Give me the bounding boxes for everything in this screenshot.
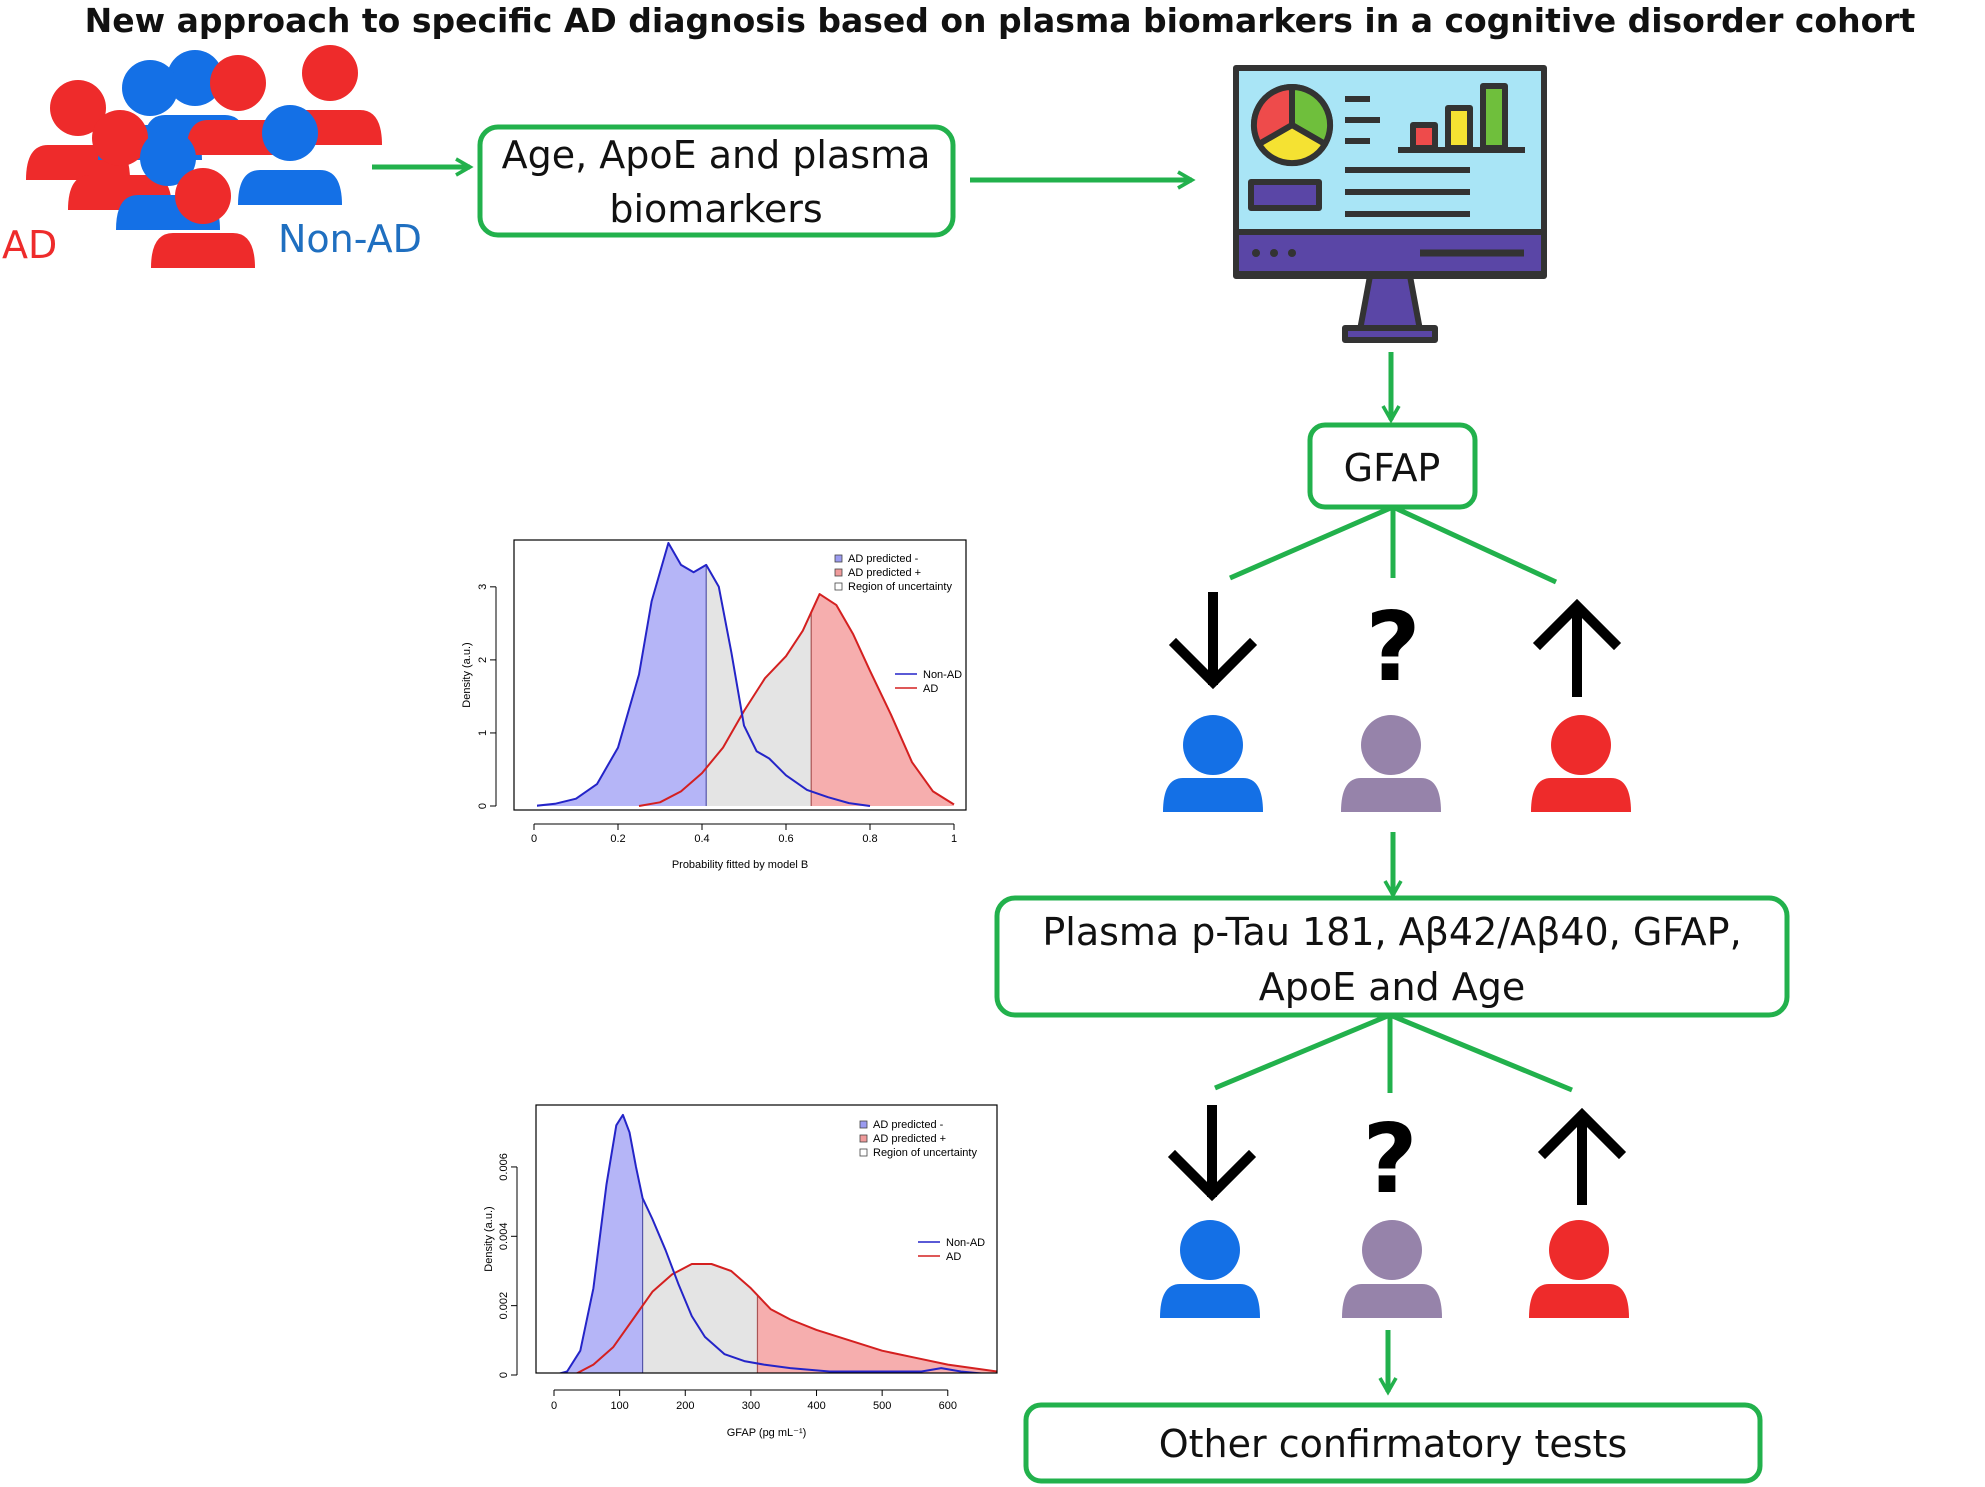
inputs-box <box>477 124 956 238</box>
density-chart-gfap: 0 100 200 300 400 500 600 0 0.002 0.004 0.006GFAP … <box>483 1104 998 1439</box>
y-tick-label: 0.006 <box>498 1153 510 1181</box>
question-mark-icon: ? <box>1365 593 1420 703</box>
series-line-non-ad <box>537 542 871 807</box>
person-icon-ad-2 <box>1529 1220 1629 1318</box>
person-icon-non-ad-2 <box>1160 1220 1260 1318</box>
x-tick-label: 0.8 <box>862 833 877 845</box>
y-axis-label: Density (a.u.) <box>483 1206 495 1271</box>
series-line-ad <box>575 1263 997 1373</box>
y-tick-label: 3 <box>477 584 489 590</box>
legend-line-label: Non-AD <box>923 669 962 681</box>
person-icon-uncertain-2 <box>1342 1220 1442 1318</box>
y-tick-label: 2 <box>477 657 489 663</box>
x-tick-label: 500 <box>873 1400 891 1412</box>
down-arrow-icon-2 <box>1167 1105 1257 1202</box>
x-axis-label: GFAP (pg mL⁻¹) <box>727 1427 807 1439</box>
legend-region-label: Region of uncertainty <box>873 1147 977 1159</box>
person-icon-uncertain <box>1341 715 1441 812</box>
series-line-non-ad <box>557 1113 987 1373</box>
gfap-box <box>1307 422 1478 510</box>
x-tick-label: 400 <box>807 1400 825 1412</box>
up-arrow-icon-2 <box>1537 1107 1627 1205</box>
legend-line-label: Non-AD <box>946 1237 985 1249</box>
up-arrow-icon <box>1532 598 1622 697</box>
x-tick-label: 100 <box>610 1400 628 1412</box>
x-tick-label: 1 <box>951 833 957 845</box>
y-tick-label: 1 <box>477 730 489 736</box>
legend-swatch <box>859 1134 868 1143</box>
panel-box-line1: Plasma p-Tau 181, Aβ42/Aβ40, GFAP, <box>1042 910 1741 954</box>
x-axis-label: Probability fitted by model B <box>672 859 808 871</box>
person-icon-non-ad <box>1163 715 1263 812</box>
legend-region-label: AD predicted - <box>848 553 919 565</box>
panel-box-line2: ApoE and Age <box>1259 965 1526 1009</box>
x-tick-label: 0.2 <box>610 833 625 845</box>
inputs-box-line1: Age, ApoE and plasma <box>502 133 931 177</box>
monitor-icon <box>1233 65 1547 343</box>
legend-region-label: Region of uncertainty <box>848 581 952 593</box>
non-ad-group-label: Non-AD <box>278 217 422 261</box>
x-tick-label: 0.6 <box>778 833 793 845</box>
y-axis-label: Density (a.u.) <box>461 642 473 707</box>
legend-swatch <box>834 582 843 591</box>
legend-region-label: AD predicted - <box>873 1119 944 1131</box>
legend-line-label: AD <box>946 1251 961 1263</box>
legend-swatch <box>859 1120 868 1129</box>
person-icon-ad <box>1531 715 1631 812</box>
question-mark-icon-2: ? <box>1362 1105 1417 1215</box>
panel-box <box>994 895 1790 1018</box>
diagram-title: New approach to specific AD diagnosis ba… <box>85 1 1916 40</box>
legend-line-label: AD <box>923 683 938 695</box>
y-tick-label: 0.004 <box>498 1223 510 1251</box>
x-tick-label: 600 <box>939 1400 957 1412</box>
plot-frame <box>535 1104 998 1374</box>
crowd-icon <box>26 45 382 268</box>
ad-group-label: AD <box>2 223 57 267</box>
legend-region-label: AD predicted + <box>873 1133 946 1145</box>
region-ad-predicted-negative <box>537 543 707 806</box>
plot-frame <box>513 539 967 811</box>
down-arrow-icon <box>1168 592 1258 690</box>
region-ad-predicted-negative <box>561 1116 643 1373</box>
region-uncertainty <box>642 1198 758 1373</box>
inputs-box-line2: biomarkers <box>609 187 822 231</box>
x-tick-label: 0 <box>531 833 537 845</box>
plot-area <box>557 1113 997 1373</box>
plot-area <box>537 542 955 807</box>
gfap-box-label: GFAP <box>1344 446 1441 490</box>
legend-region-label: AD predicted + <box>848 567 921 579</box>
x-tick-label: 300 <box>742 1400 760 1412</box>
region-ad-predicted-positive <box>811 594 954 806</box>
panel-branches <box>1214 1012 1573 1093</box>
x-tick-label: 0 <box>551 1400 557 1412</box>
x-tick-label: 200 <box>676 1400 694 1412</box>
series-line-ad <box>638 593 955 807</box>
legend-swatch <box>834 554 843 563</box>
confirm-box <box>1023 1402 1763 1484</box>
y-tick-label: 0 <box>498 1372 510 1378</box>
x-tick-label: 0.4 <box>694 833 709 845</box>
confirm-box-label: Other confirmatory tests <box>1159 1422 1628 1466</box>
legend-swatch <box>859 1148 868 1157</box>
legend-swatch <box>834 568 843 577</box>
region-ad-predicted-positive <box>757 1295 995 1373</box>
gfap-branches <box>1229 504 1558 585</box>
y-tick-label: 0.002 <box>498 1292 510 1320</box>
y-tick-label: 0 <box>477 803 489 809</box>
region-uncertainty <box>706 564 812 806</box>
